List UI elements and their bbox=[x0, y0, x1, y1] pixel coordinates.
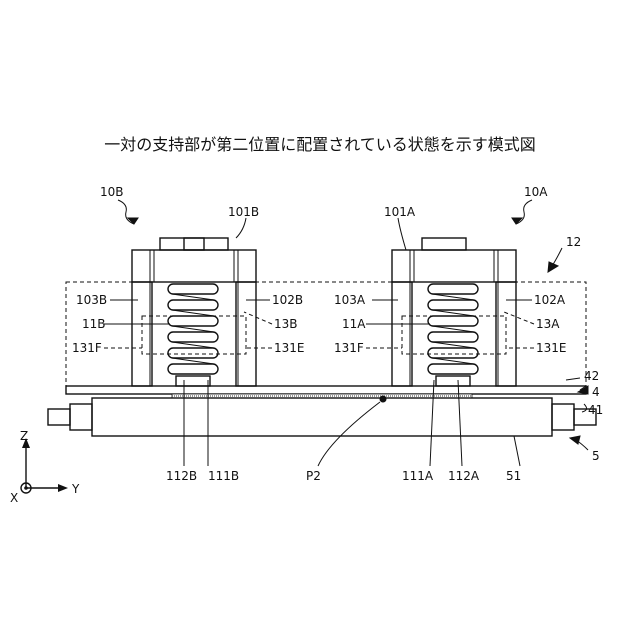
spring-11A bbox=[428, 284, 478, 386]
plate-42 bbox=[66, 386, 586, 394]
label-11A: 11A bbox=[342, 317, 366, 331]
label-101A: 101A bbox=[384, 205, 416, 219]
axis-x-label: X bbox=[10, 491, 18, 505]
spring-11B bbox=[168, 284, 218, 386]
label-131F-b: 131F bbox=[72, 341, 102, 355]
support-10A bbox=[392, 238, 516, 386]
label-P2: P2 bbox=[306, 469, 321, 483]
label-131E-b: 131E bbox=[274, 341, 305, 355]
label-111B: 111B bbox=[208, 469, 239, 483]
label-101B: 101B bbox=[228, 205, 259, 219]
label-4: 4 bbox=[592, 385, 600, 399]
label-11B: 11B bbox=[82, 317, 106, 331]
region-12-outline bbox=[66, 282, 586, 386]
label-131E-a: 131E bbox=[536, 341, 567, 355]
label-41: 41 bbox=[588, 403, 603, 417]
label-13B: 13B bbox=[274, 317, 298, 331]
support-10B bbox=[132, 238, 256, 386]
label-103B: 103B bbox=[76, 293, 107, 307]
point-p2 bbox=[380, 396, 387, 403]
label-111A: 111A bbox=[402, 469, 434, 483]
roller-shaft-left bbox=[70, 404, 92, 430]
axis-z-label: Z bbox=[20, 429, 28, 443]
figure-title: 一対の支持部が第二位置に配置されている状態を示す模式図 bbox=[104, 135, 536, 154]
label-103A: 103A bbox=[334, 293, 366, 307]
label-42: 42 bbox=[584, 369, 599, 383]
label-112A: 112A bbox=[448, 469, 480, 483]
label-12: 12 bbox=[566, 235, 581, 249]
label-10A: 10A bbox=[524, 185, 548, 199]
label-131F-a: 131F bbox=[334, 341, 364, 355]
label-5: 5 bbox=[592, 449, 600, 463]
roller-51 bbox=[92, 398, 552, 436]
label-112B: 112B bbox=[166, 469, 197, 483]
axis-y-label: Y bbox=[71, 482, 80, 496]
label-10B: 10B bbox=[100, 185, 124, 199]
label-102A: 102A bbox=[534, 293, 566, 307]
label-51: 51 bbox=[506, 469, 521, 483]
roller-shaft-right bbox=[552, 404, 574, 430]
label-102B: 102B bbox=[272, 293, 303, 307]
label-13A: 13A bbox=[536, 317, 560, 331]
coordinate-axes: Z X Y bbox=[10, 429, 80, 505]
roller-shaft-tip-left bbox=[48, 409, 70, 425]
